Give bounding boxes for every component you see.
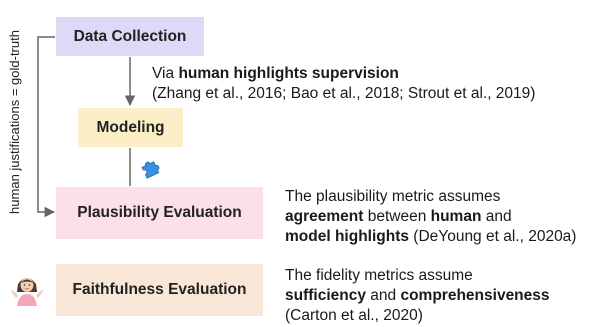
plausibility-note-line1: The plausibility metric assumes: [285, 188, 501, 205]
person-shrugging-icon: [11, 278, 43, 306]
plausibility-evaluation-box: Plausibility Evaluation: [56, 187, 263, 239]
side-label: human justifications = gold-truth: [7, 30, 22, 214]
supervision-note-line1: Via human highlights supervision: [152, 65, 399, 82]
faithfulness-label: Faithfulness Evaluation: [72, 281, 247, 298]
faithfulness-note-line1: The fidelity metrics assume: [285, 267, 473, 284]
plausibility-note: The plausibility metric assumes agreemen…: [285, 187, 576, 247]
faithfulness-note-line2: sufficiency and comprehensiveness: [285, 287, 550, 304]
supervision-citation: (Zhang et al., 2016; Bao et al., 2018; S…: [152, 85, 536, 102]
supervision-note: Via human highlights supervision (Zhang …: [152, 64, 535, 104]
faithfulness-citation: (Carton et al., 2020): [285, 307, 423, 324]
modeling-box: Modeling: [78, 108, 183, 147]
faithfulness-note: The fidelity metrics assume sufficiency …: [285, 266, 550, 326]
modeling-label: Modeling: [96, 118, 165, 136]
supervision-bold: human highlights supervision: [178, 65, 399, 82]
plausibility-label: Plausibility Evaluation: [77, 204, 242, 221]
plausibility-note-line2: agreement between human and: [285, 208, 512, 225]
puzzle-icon: [141, 161, 160, 179]
faithfulness-evaluation-box: Faithfulness Evaluation: [56, 264, 263, 316]
plausibility-note-line3: model highlights (DeYoung et al., 2020a): [285, 228, 577, 245]
feedback-arrow-to-plausibility: [37, 36, 56, 218]
data-collection-label: Data Collection: [73, 27, 187, 45]
data-collection-box: Data Collection: [56, 17, 204, 56]
